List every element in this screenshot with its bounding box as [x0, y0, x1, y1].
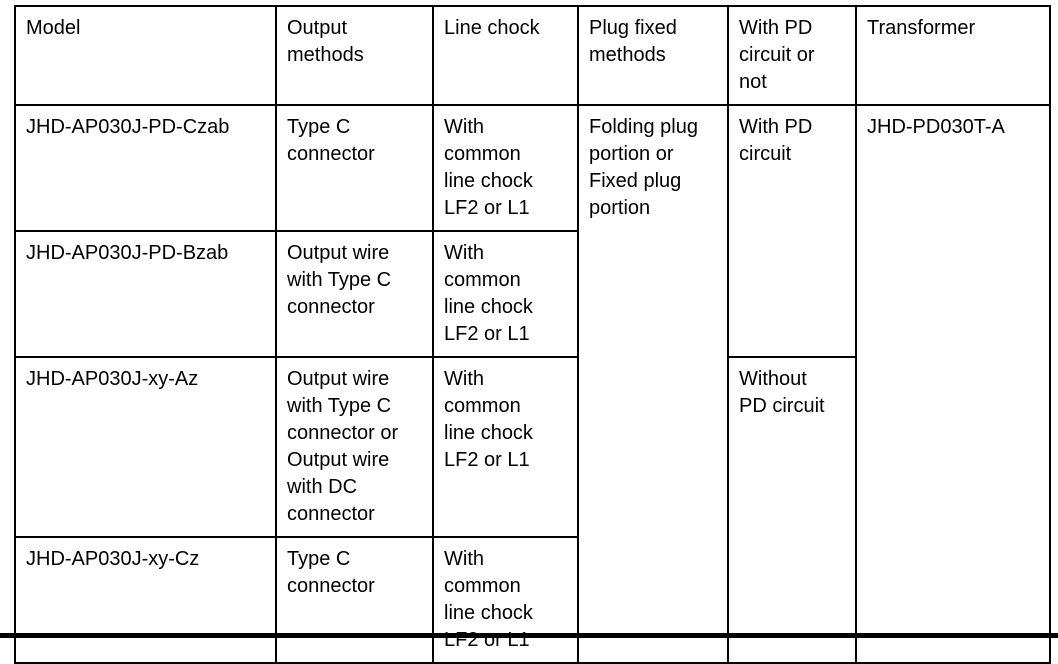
cell-line-chock-2: With common line chock LF2 or L1	[432, 230, 579, 358]
cell-output-1: Type C connector	[275, 104, 434, 232]
header-plug-fixed-methods: Plug fixed methods	[577, 5, 729, 106]
cell-with-pd-circuit: With PD circuit	[727, 104, 857, 358]
cell-plug-fixed: Folding plug portion or Fixed plug porti…	[577, 104, 729, 664]
model-spec-table: Model Output methods Line chock Plug fix…	[14, 5, 1051, 664]
cell-model-1: JHD-AP030J-PD-Czab	[14, 104, 277, 232]
header-output-methods: Output methods	[275, 5, 434, 106]
cell-output-3: Output wire with Type C connector or Out…	[275, 356, 434, 538]
header-transformer: Transformer	[855, 5, 1051, 106]
header-pd-circuit: With PD circuit or not	[727, 5, 857, 106]
header-row: Model Output methods Line chock Plug fix…	[14, 5, 1051, 106]
page-bottom-rule	[0, 633, 1058, 638]
cell-output-4: Type C connector	[275, 536, 434, 664]
cell-line-chock-1: With common line chock LF2 or L1	[432, 104, 579, 232]
header-line-chock: Line chock	[432, 5, 579, 106]
table-row: JHD-AP030J-PD-Czab Type C connector With…	[14, 104, 1051, 664]
cell-line-chock-4: With common line chock LF2 or L1	[432, 536, 579, 664]
cell-transformer: JHD-PD030T-A	[855, 104, 1051, 664]
cell-model-3: JHD-AP030J-xy-Az	[14, 356, 277, 538]
cell-model-4: JHD-AP030J-xy-Cz	[14, 536, 277, 664]
cell-line-chock-3: With common line chock LF2 or L1	[432, 356, 579, 538]
table-row: JHD-AP030J-PD-Bzab Output wire with Type…	[14, 230, 1050, 358]
cell-output-2: Output wire with Type C connector	[275, 230, 434, 358]
header-model: Model	[14, 5, 277, 106]
cell-without-pd-circuit: Without PD circuit	[727, 356, 857, 664]
cell-model-2: JHD-AP030J-PD-Bzab	[14, 230, 277, 358]
